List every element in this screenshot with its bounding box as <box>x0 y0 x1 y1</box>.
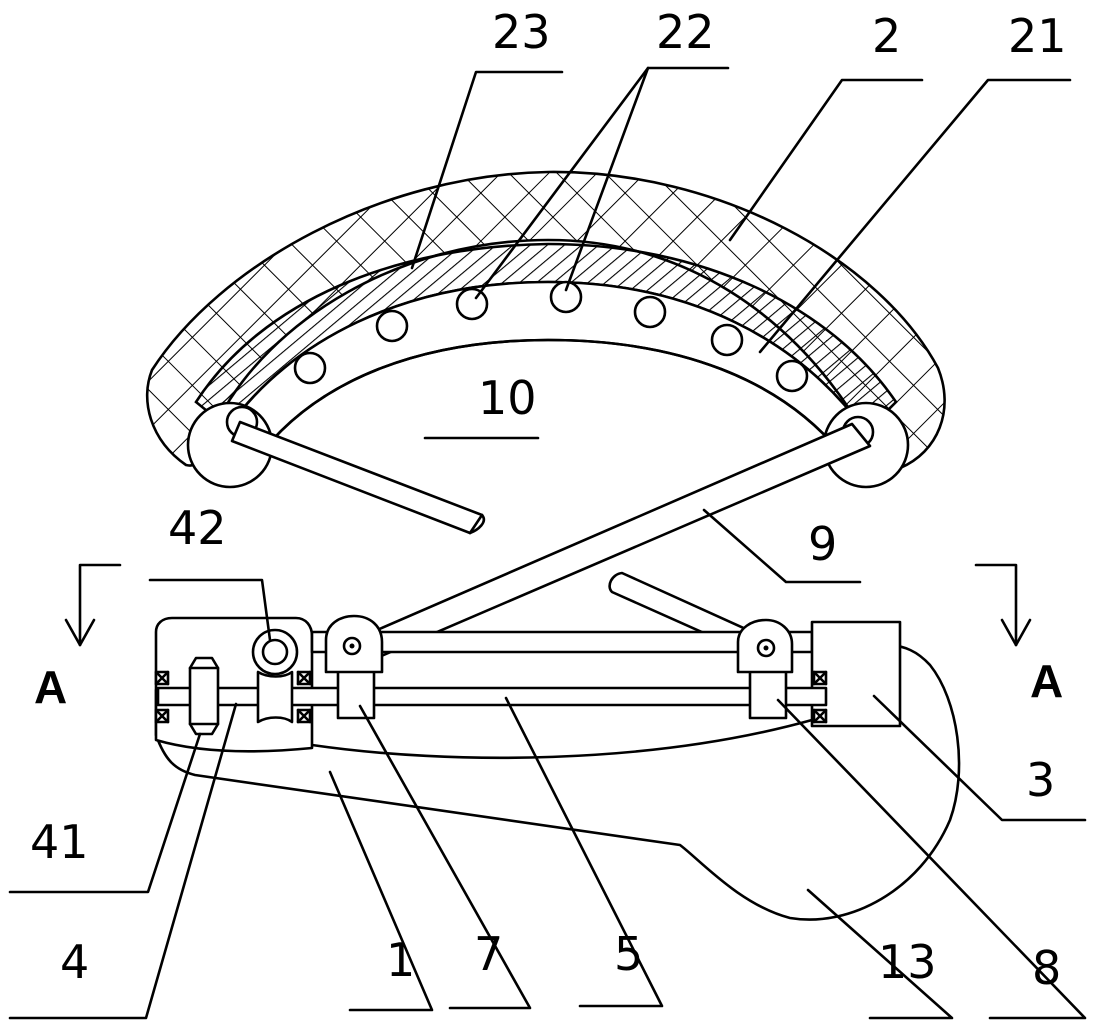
label-13: 13 <box>878 935 937 989</box>
label-23: 23 <box>492 5 551 59</box>
label-41: 41 <box>30 815 89 869</box>
label-7: 7 <box>474 927 503 981</box>
section-marker-right: A <box>976 565 1063 707</box>
label-4: 4 <box>60 935 89 989</box>
label-22: 22 <box>656 5 715 59</box>
label-3: 3 <box>1026 753 1055 807</box>
worm-41 <box>190 658 218 734</box>
label-10: 10 <box>478 371 537 425</box>
label-42: 42 <box>168 501 227 555</box>
section-label-a-right: A <box>1030 655 1063 707</box>
link-9 <box>354 424 870 660</box>
section-marker-left: A <box>34 565 120 713</box>
reference-numerals: 23 22 2 21 10 42 9 3 41 4 1 7 5 13 8 <box>30 5 1067 995</box>
label-1: 1 <box>386 933 415 987</box>
label-8: 8 <box>1032 941 1061 995</box>
label-5: 5 <box>614 927 643 981</box>
section-label-a-left: A <box>34 661 67 713</box>
worm-wheel-42 <box>253 630 297 722</box>
label-21: 21 <box>1008 9 1067 63</box>
label-9: 9 <box>808 517 837 571</box>
label-2: 2 <box>872 9 901 63</box>
